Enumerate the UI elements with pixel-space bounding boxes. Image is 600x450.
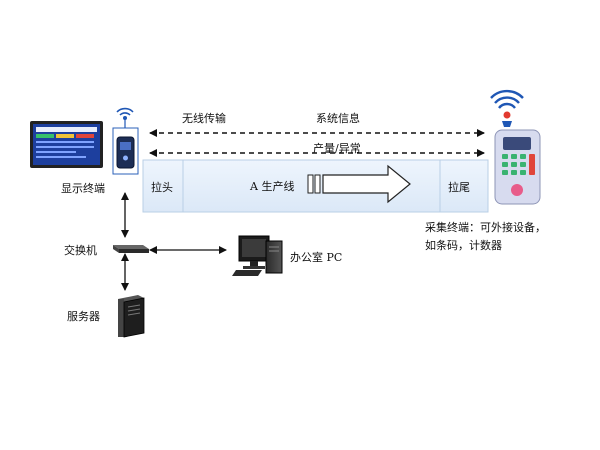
flow-arrow (307, 164, 411, 204)
wireless-gateway-icon (112, 127, 139, 175)
line-tail-label: 拉尾 (448, 181, 470, 194)
handheld-collector-icon (494, 129, 541, 205)
desktop-pc-icon (232, 235, 283, 276)
line-name-label: A 生产线 (250, 180, 295, 193)
output-exception-label: 产量/异常 (313, 142, 361, 155)
server-label: 服务器 (67, 310, 100, 323)
line-head-label: 拉头 (151, 181, 173, 194)
display-terminal-label: 显示终端 (61, 182, 105, 195)
collector-terminal-label-line1: 采集终端：可外接设备， (425, 221, 546, 234)
system-info-label: 系统信息 (316, 112, 360, 125)
monitor-icon (30, 121, 103, 168)
wifi-signal-icon (490, 89, 524, 127)
wireless-transmission-label: 无线传输 (182, 112, 226, 125)
network-switch-icon (113, 245, 149, 253)
collector-terminal-label-line2: 如条码，计数器 (425, 239, 502, 252)
office-pc-label: 办公室 PC (290, 251, 343, 264)
server-tower-icon (118, 295, 145, 338)
switch-label: 交换机 (64, 244, 97, 257)
wifi-signal-icon (116, 107, 134, 128)
